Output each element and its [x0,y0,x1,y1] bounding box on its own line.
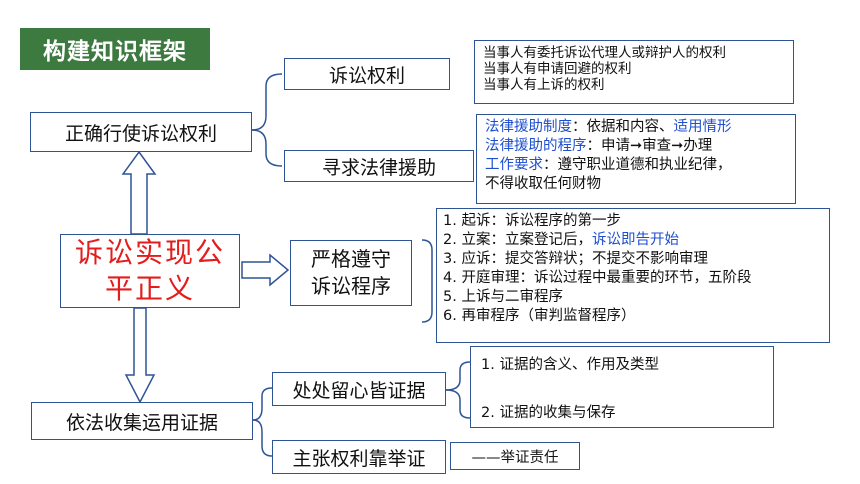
node-procedure-line-2: 诉讼程序 [311,274,391,298]
procedure-step-3-text: 3. 应诉：提交答辩状；不提交不影响审理 [443,251,708,267]
rights-detail-2: 当事人有申请回避的权利 [483,61,632,77]
procedure-step-2-highlight: 诉讼即告开始 [591,232,679,248]
node-legal-aid: 寻求法律援助 [284,150,474,182]
rights-detail-3: 当事人有上诉的权利 [483,77,605,93]
node-watch-evidence: 处处留心皆证据 [272,372,446,406]
bracket-procedure [421,239,433,323]
brace-rights-top [251,73,283,131]
center-line-2: 平正义 [104,272,195,305]
burden-detail: ——举证责任 [450,442,580,470]
procedure-step-5-text: 5. 上诉与二审程序 [443,289,563,305]
legal-aid-requirement-text: ：遵守职业道德和执业纪律， [543,157,732,173]
arrow-right [241,253,290,287]
arrow-down [124,307,156,404]
legal-aid-requirement-row-2: 不得收取任何财物 [485,176,601,192]
brace-evidence-detail-bottom [445,389,471,419]
legal-aid-requirement-label: 工作要求 [485,157,543,173]
procedure-step-2-text: 2. 立案：立案登记后， [443,232,592,248]
node-litigation-rights: 诉讼权利 [284,58,450,90]
procedure-step-1-text: 1. 起诉：诉讼程序的第一步 [443,213,621,229]
procedure-step-6: 6. 再审程序（审判监督程序） [443,307,823,326]
page-title: 构建知识框架 [20,28,210,70]
node-procedure: 严格遵守 诉讼程序 [290,240,412,306]
legal-aid-procedure-text: ：申请➞审查➞办理 [586,138,713,154]
procedure-step-4-text: 4. 开庭审理：诉讼过程中最重要的环节，五阶段 [443,270,752,286]
evidence-detail-2: 2. 证据的收集与保存 [481,405,616,421]
legal-aid-requirement-row: 工作要求：遵守职业道德和执业纪律， [485,156,787,175]
node-procedure-line-1: 严格遵守 [311,247,391,271]
legal-aid-system-row: 法律援助制度：依据和内容、适用情形 [485,118,787,137]
brace-rights-bottom [251,129,283,167]
rights-details: 当事人有委托诉讼代理人或辩护人的权利 当事人有申请回避的权利 当事人有上诉的权利 [474,40,794,104]
node-evidence: 依法收集运用证据 [31,402,253,440]
rights-detail-1: 当事人有委托诉讼代理人或辩护人的权利 [483,45,726,61]
node-rights: 正确行使诉讼权利 [30,112,252,152]
procedure-step-5: 5. 上诉与二审程序 [443,288,823,307]
brace-evidence-detail-top [445,361,471,391]
procedure-step-4: 4. 开庭审理：诉讼过程中最重要的环节，五阶段 [443,269,823,288]
legal-aid-details: 法律援助制度：依据和内容、适用情形 法律援助的程序：申请➞审查➞办理 工作要求：… [476,114,796,204]
evidence-details: 1. 证据的含义、作用及类型 2. 证据的收集与保存 [470,346,774,428]
procedure-step-1: 1. 起诉：诉讼程序的第一步 [443,212,823,231]
legal-aid-procedure-label: 法律援助的程序 [485,138,587,154]
center-node: 诉讼实现公 平正义 [60,234,240,308]
procedure-step-6-text: 6. 再审程序（审判监督程序） [443,308,636,324]
center-line-1: 诉讼实现公 [74,235,225,269]
brace-evidence-top [252,387,273,421]
procedure-step-2: 2. 立案：立案登记后，诉讼即告开始 [443,231,823,250]
evidence-detail-1: 1. 证据的含义、作用及类型 [481,357,659,373]
procedure-steps: 1. 起诉：诉讼程序的第一步 2. 立案：立案登记后，诉讼即告开始 3. 应诉：… [436,208,830,343]
procedure-step-3: 3. 应诉：提交答辩状；不提交不影响审理 [443,250,823,269]
node-burden: 主张权利靠举证 [272,440,446,474]
legal-aid-system-label: 法律援助制度 [485,119,572,135]
legal-aid-system-highlight: 适用情形 [673,119,732,135]
arrow-up [121,150,157,235]
legal-aid-system-text: ：依据和内容、 [572,119,674,135]
legal-aid-procedure-row: 法律援助的程序：申请➞审查➞办理 [485,137,787,156]
brace-evidence-bottom [252,419,273,457]
